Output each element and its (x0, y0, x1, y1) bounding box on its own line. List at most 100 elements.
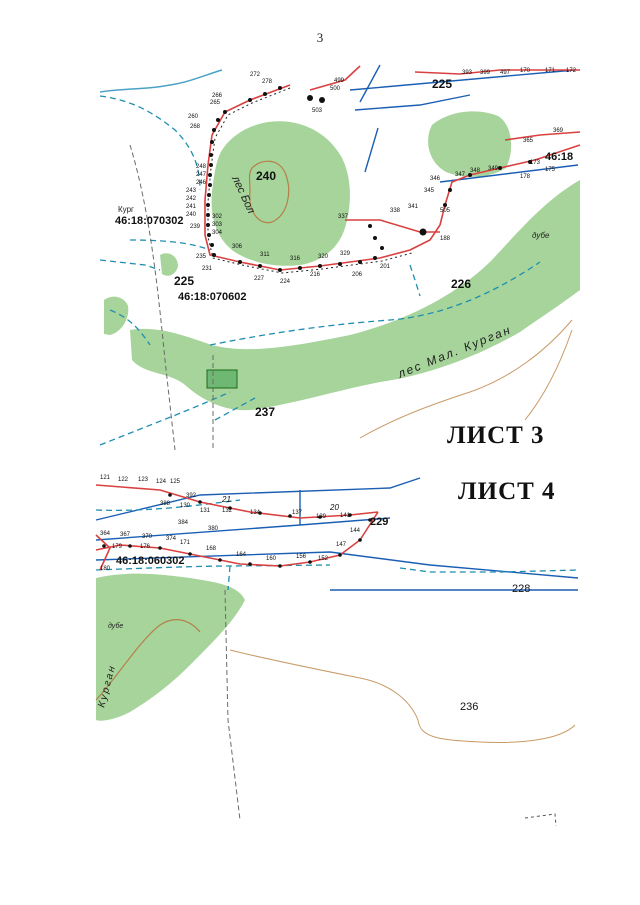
point-label: 240 (186, 212, 197, 218)
point-label: 125 (170, 479, 181, 485)
point-label: 505 (440, 208, 451, 214)
parcel-boundary (414, 69, 580, 75)
point-label: 311 (260, 252, 270, 258)
cadastral-id: 46:18:060302 (116, 555, 185, 567)
point-label: 180 (100, 566, 111, 572)
point-label: 500 (330, 86, 341, 92)
point-label: 248 (196, 164, 207, 170)
forest-area-bol (211, 121, 350, 266)
point-label: 139 (316, 514, 327, 520)
point-label: 302 (212, 214, 223, 220)
point-label: 304 (212, 230, 223, 236)
point-label: 132 (222, 508, 233, 514)
point-label: 130 (180, 503, 191, 509)
point-label: 123 (138, 477, 149, 483)
road-line (224, 589, 241, 821)
point-label: 172 (566, 68, 577, 74)
point-label: 503 (312, 108, 323, 114)
point-label: 121 (100, 475, 111, 481)
boundary-lines (95, 499, 579, 591)
vertex-points (206, 86, 532, 272)
road-line (129, 144, 176, 451)
quarter-number: 226 (451, 277, 471, 291)
point-label: 147 (336, 542, 347, 548)
point-label: 131 (200, 508, 211, 514)
sheet-label-3: ЛИСТ 3 (447, 422, 545, 449)
point-label: 176 (140, 544, 151, 550)
point-label: 243 (186, 188, 197, 194)
point-label: 316 (290, 256, 301, 262)
forest-label: дубе (532, 231, 550, 240)
quarter-number: 228 (512, 583, 530, 595)
lower-map: 46:18:060302 229 228 236 20 21 дубе Кург… (95, 475, 579, 821)
boundary-lines (99, 95, 541, 446)
point-label: 134 (250, 510, 261, 516)
contour-line (229, 649, 576, 743)
forest-label: дубе (108, 622, 123, 630)
point-label: 156 (296, 554, 307, 560)
scan-artifact (524, 813, 557, 827)
contour-line (95, 619, 201, 701)
point-label: 235 (196, 254, 207, 260)
cadastral-id: 46:18:070302 (115, 215, 184, 227)
point-label: 392 (186, 493, 197, 499)
point-label: 206 (352, 272, 363, 278)
point-label: 265 (210, 100, 221, 106)
point-label: 374 (166, 536, 177, 542)
forest-area-small (104, 296, 129, 335)
cadastral-id: 46:18:070602 (178, 291, 247, 303)
point-label: 122 (118, 477, 129, 483)
sheet-label-4: ЛИСТ 4 (458, 478, 556, 505)
point-label: 173 (530, 160, 541, 166)
point-label: 164 (236, 552, 247, 558)
point-label: 349 (488, 166, 499, 172)
parcel-boundary (309, 65, 361, 91)
point-label: 364 (100, 531, 111, 537)
point-label: 341 (408, 204, 419, 210)
forest-label: Кург (118, 205, 134, 214)
quarter-number: 240 (256, 169, 276, 183)
quarter-number: 225 (432, 77, 452, 91)
parcel-boundary (95, 534, 111, 571)
point-label: 380 (208, 526, 219, 532)
point-label: 175 (545, 167, 556, 173)
forest-area-kurgan (96, 573, 245, 721)
point-label: 231 (202, 266, 213, 272)
point-label: 179 (112, 544, 123, 550)
point-label: 266 (212, 93, 223, 99)
forest-area-mal-kurgan (130, 180, 580, 411)
point-label: 367 (120, 532, 131, 538)
cadastral-id: 46:18 (545, 151, 573, 163)
point-label: 499 (334, 78, 345, 84)
point-label: 306 (232, 244, 243, 250)
quarter-number: 237 (255, 405, 275, 419)
point-label: 272 (250, 72, 261, 78)
quarter-number: 229 (370, 516, 388, 528)
point-label: 141 (340, 513, 351, 519)
forest-strip-left (160, 253, 178, 276)
point-label: 348 (470, 168, 481, 174)
forest-area-east (428, 111, 512, 177)
point-label: 216 (310, 272, 321, 278)
point-label: 188 (440, 236, 451, 242)
point-label: 247 (196, 172, 207, 178)
parcel-boundary (95, 511, 379, 567)
point-label: 170 (520, 68, 531, 74)
point-label: 260 (188, 114, 199, 120)
point-label: 347 (455, 172, 466, 178)
point-label: 388 (160, 501, 171, 507)
point-label: 337 (338, 214, 349, 220)
point-label: 144 (350, 528, 361, 534)
quarter-number: 21 (221, 495, 231, 504)
point-label: 124 (156, 479, 167, 485)
parcel-boundary (207, 87, 413, 274)
point-label: 242 (186, 196, 197, 202)
point-label: 303 (212, 222, 223, 228)
point-label: 393 (462, 70, 473, 76)
parcel-boundary (504, 131, 581, 141)
point-label: 345 (424, 188, 435, 194)
quarter-number: 20 (329, 503, 339, 512)
point-label: 168 (206, 546, 217, 552)
page-number: 3 (316, 30, 324, 45)
point-label: 160 (266, 556, 277, 562)
